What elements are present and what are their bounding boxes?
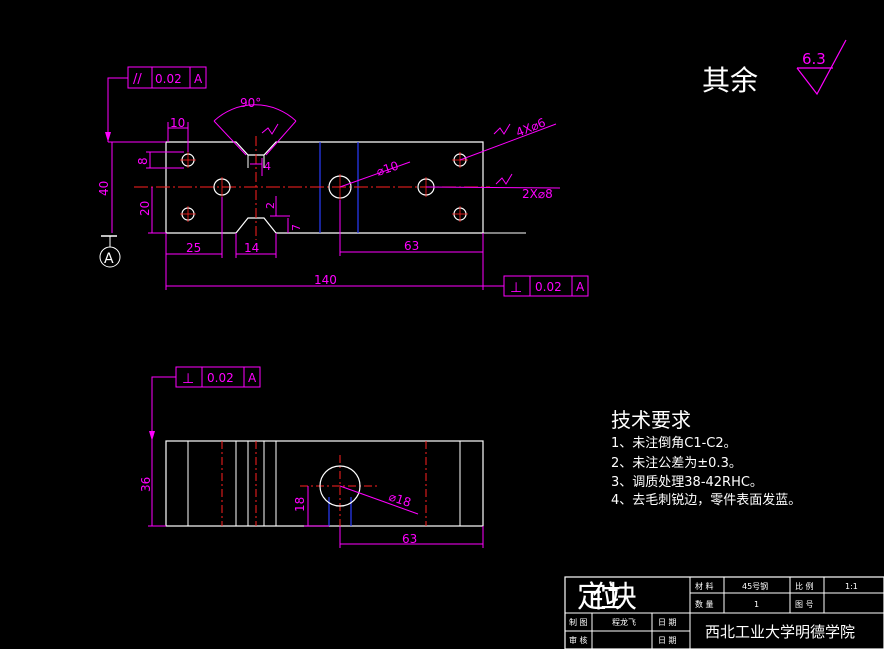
drawing-no-label: 图 号 <box>795 600 814 609</box>
tech-item-4: 4、去毛刺锐边，零件表面发蓝。 <box>611 492 801 508</box>
svg-text:90°: 90° <box>240 96 261 110</box>
dim-7: 7 <box>290 224 303 231</box>
material-label: 材 料 <box>695 581 714 591</box>
tech-requirements: 技术要求 1、未注倒角C1-C2。 2、未注公差为±0.3。 3、调质处理38-… <box>611 408 801 508</box>
svg-text:A: A <box>194 72 203 86</box>
roughness-value: 6.3 <box>802 50 826 68</box>
svg-text:A: A <box>248 371 257 385</box>
dim-20: 20 <box>138 201 152 216</box>
svg-text:0.02: 0.02 <box>535 280 562 294</box>
dim-25: 25 <box>186 241 201 255</box>
dim-63-front: 63 <box>402 532 417 546</box>
roughness-note: 其余 6.3 <box>702 39 847 97</box>
perp-tolerance-frame-top: ⊥ 0.02 A <box>503 275 589 297</box>
dim-140: 140 <box>314 273 337 287</box>
front-view: ⊥ 0.02 A 36 18 ⌀18 63 <box>139 366 484 548</box>
svg-text://: // <box>133 72 142 87</box>
dim-dia18: ⌀18 <box>387 490 413 510</box>
maker-label: 制 图 <box>569 617 588 627</box>
angle-90: 90° <box>213 96 297 156</box>
datum-a: A <box>99 235 121 268</box>
tech-title: 技术要求 <box>611 408 691 432</box>
date-label-2: 日 期 <box>658 636 677 645</box>
datum-a-label: A <box>104 251 114 267</box>
qty-value: 1 <box>754 600 759 609</box>
title-block: 定位块 材 料 45号钢 比 例 1:1 数 量 1 图 号 制 图 程龙飞 日… <box>564 576 884 649</box>
svg-text:0.02: 0.02 <box>155 72 182 86</box>
scale-value: 1:1 <box>845 582 858 591</box>
dim-2: 2 <box>264 202 277 209</box>
dim-63-top: 63 <box>404 239 419 253</box>
dim-40: 40 <box>97 181 111 196</box>
tech-item-3: 3、调质处理38-42RHC。 <box>611 475 763 490</box>
front-hole <box>319 465 361 507</box>
front-view-outline <box>165 440 484 527</box>
dim-4x-dia6: 4X⌀6 <box>514 115 548 139</box>
perp-tolerance-frame-front: ⊥ 0.02 A <box>149 366 261 441</box>
dim-10: 10 <box>170 116 185 130</box>
roughness-label: 其余 <box>702 64 758 97</box>
reviewer-label: 审 核 <box>569 635 588 645</box>
scale-label: 比 例 <box>795 581 814 591</box>
svg-text:⊥: ⊥ <box>182 371 194 387</box>
maker-value: 程龙飞 <box>612 617 636 627</box>
qty-label: 数 量 <box>695 599 714 609</box>
part-name: 定位块 <box>577 580 637 615</box>
dim-8: 8 <box>136 157 150 165</box>
dim-14: 14 <box>244 241 259 255</box>
dim-2x-dia8: 2X⌀8 <box>522 187 553 201</box>
tech-item-1: 1、未注倒角C1-C2。 <box>611 436 737 451</box>
material-value: 45号钢 <box>742 581 768 591</box>
tech-item-2: 2、未注公差为±0.3。 <box>611 456 742 471</box>
dim-4: 4 <box>264 160 271 173</box>
roughness-symbol <box>796 39 847 96</box>
svg-text:A: A <box>576 280 585 294</box>
dim-18: 18 <box>293 497 307 512</box>
dim-dia10: ⌀10 <box>375 159 401 179</box>
parallel-tolerance-frame: // 0.02 A <box>105 66 207 142</box>
school-name: 西北工业大学明德学院 <box>705 623 855 641</box>
svg-text:⊥: ⊥ <box>510 280 522 296</box>
top-view: // 0.02 A A 40 8 20 10 <box>97 66 589 297</box>
svg-text:0.02: 0.02 <box>207 371 234 385</box>
date-label-1: 日 期 <box>658 618 677 627</box>
dim-36: 36 <box>139 477 153 492</box>
